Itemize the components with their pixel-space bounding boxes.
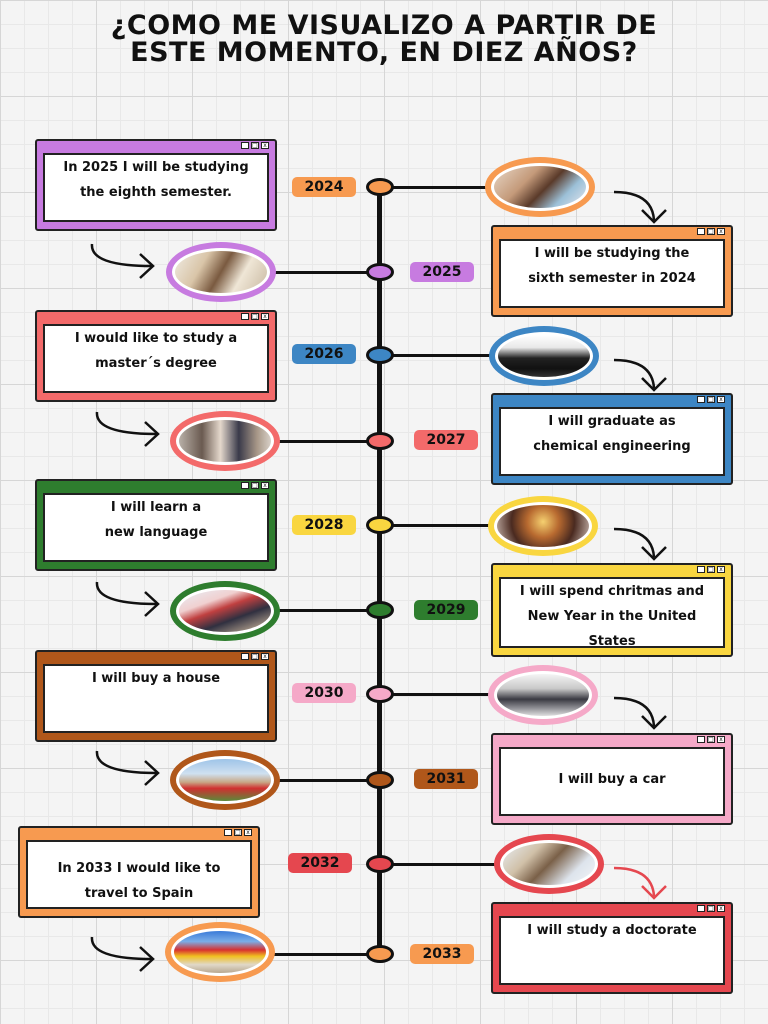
year-label-2025: 2025 (410, 262, 474, 282)
arrow-2028 (613, 527, 667, 561)
title-line-1: ¿COMO ME VISUALIZO A PARTIR DE (110, 10, 658, 41)
card-2029-text: I will spend chritmas and New Year in th… (499, 577, 725, 649)
graduates-photo (489, 326, 599, 386)
english-class-photo (170, 581, 280, 641)
woman-with-laptop-photo (494, 834, 604, 894)
connector-2030 (380, 693, 492, 696)
spain-flag-photo (165, 922, 275, 982)
timeline-spine (377, 187, 382, 955)
year-label-2030: 2030 (292, 683, 356, 703)
students-with-laptop-photo (485, 157, 595, 217)
arrow-2032 (613, 866, 667, 900)
year-label-2031: 2031 (414, 769, 478, 789)
card-2031: _□x I will buy a car (491, 733, 733, 825)
card-2033-text: I will study a doctorate (499, 916, 725, 985)
timeline-dot-2030 (366, 685, 394, 703)
connector-2024 (380, 186, 490, 189)
connector-2032 (380, 863, 502, 866)
timeline-dot-2033 (366, 945, 394, 963)
house-for-sale-photo (170, 750, 280, 810)
arrow-2027 (95, 411, 160, 447)
year-label-2032: 2032 (288, 853, 352, 873)
arrow-2030 (613, 696, 667, 730)
family-photo (170, 411, 280, 471)
connector-2029 (278, 609, 380, 612)
christmas-tree-photo (488, 496, 598, 556)
timeline-dot-2025 (366, 263, 394, 281)
year-label-2027: 2027 (414, 430, 478, 450)
arrow-2026 (613, 358, 667, 392)
year-label-2033: 2033 (410, 944, 474, 964)
timeline-dot-2029 (366, 601, 394, 619)
card-2024-text: I will be studying the sixth semester in… (499, 239, 725, 308)
connector-2031 (278, 779, 380, 782)
students-studying-photo (166, 242, 276, 302)
card-2027-text: I will graduate as chemical engineering (499, 407, 725, 476)
connector-2026 (380, 354, 498, 357)
arrow-2033 (90, 936, 155, 972)
year-label-2024: 2024 (292, 177, 356, 197)
card-2028-text: I will learn a new language (43, 493, 269, 562)
card-2030: _□x I will buy a house (35, 650, 277, 742)
timeline-dot-2028 (366, 516, 394, 534)
arrow-2024 (613, 190, 667, 224)
timeline-dot-2031 (366, 771, 394, 789)
card-2033: _□x I will study a doctorate (491, 902, 733, 994)
car-buyers-photo (488, 665, 598, 725)
timeline-dot-2032 (366, 855, 394, 873)
connector-2025 (268, 271, 380, 274)
arrow-2029 (95, 581, 160, 617)
card-2027: _□x I will graduate as chemical engineer… (491, 393, 733, 485)
card-2032: _□x In 2033 I would like to travel to Sp… (18, 826, 260, 918)
card-2031-text: I will buy a car (499, 747, 725, 816)
page-title: ¿COMO ME VISUALIZO A PARTIR DE ESTE MOME… (0, 12, 768, 66)
timeline-dot-2024 (366, 178, 394, 196)
year-label-2028: 2028 (292, 515, 356, 535)
arrow-2031 (95, 750, 160, 786)
card-2028: _□x I will learn a new language (35, 479, 277, 571)
title-line-2: ESTE MOMENTO, EN DIEZ AÑOS? (130, 37, 638, 68)
year-label-2029: 2029 (414, 600, 478, 620)
card-2029: _□x I will spend chritmas and New Year i… (491, 563, 733, 657)
card-2025: _□x In 2025 I will be studying the eight… (35, 139, 277, 231)
arrow-2025 (90, 243, 155, 279)
timeline-dot-2026 (366, 346, 394, 364)
card-2025-text: In 2025 I will be studying the eighth se… (43, 153, 269, 222)
connector-2033 (270, 953, 380, 956)
card-2026-text: I would like to study a master´s degree (43, 324, 269, 393)
timeline-dot-2027 (366, 432, 394, 450)
card-2026: _□x I would like to study a master´s deg… (35, 310, 277, 402)
year-label-2026: 2026 (292, 344, 356, 364)
card-2024: _□x I will be studying the sixth semeste… (491, 225, 733, 317)
card-2032-text: In 2033 I would like to travel to Spain (26, 840, 252, 909)
connector-2028 (380, 524, 492, 527)
card-2030-text: I will buy a house (43, 664, 269, 733)
connector-2027 (278, 440, 380, 443)
